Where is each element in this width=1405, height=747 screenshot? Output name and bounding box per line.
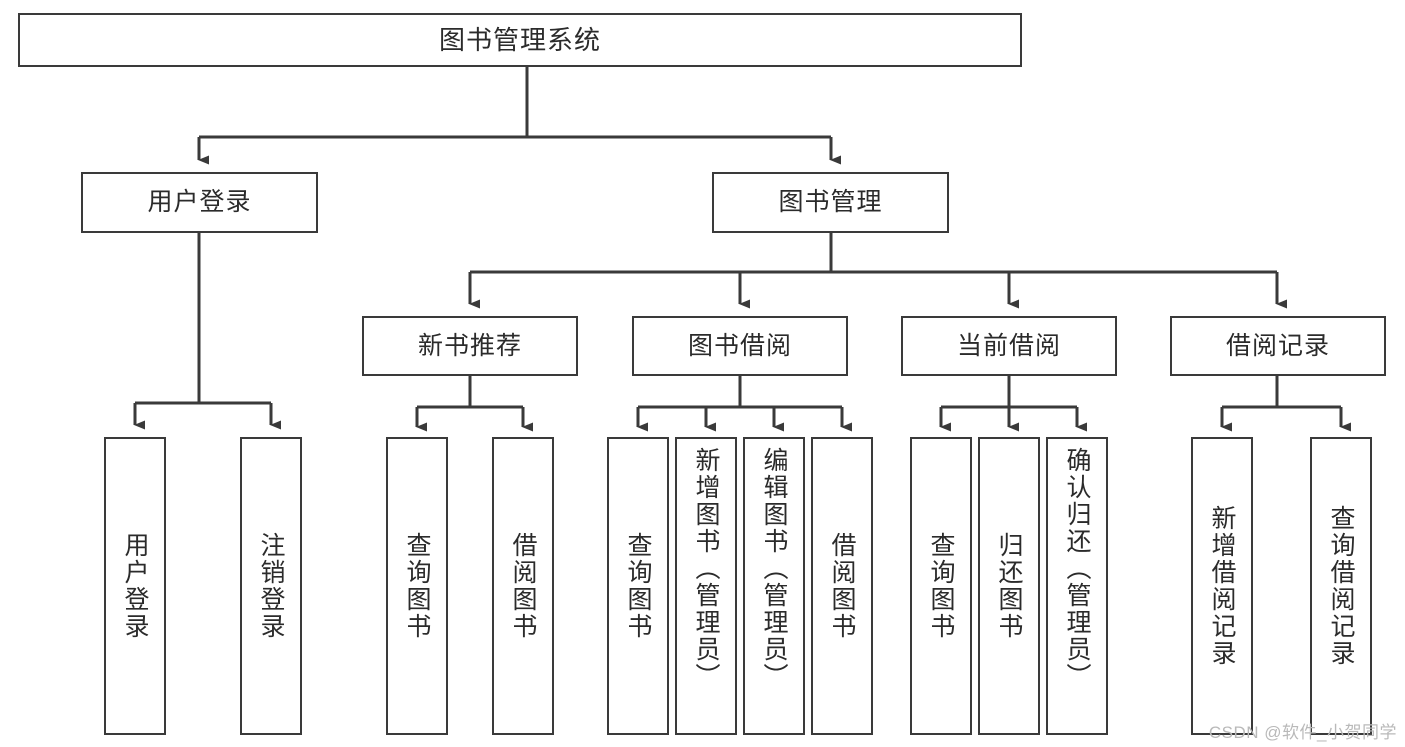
node-label: 查询图书 bbox=[927, 532, 955, 640]
leaf-new-book-query[interactable]: 查询图书 bbox=[386, 437, 448, 735]
node-user-login[interactable]: 用户登录 bbox=[81, 172, 318, 233]
node-label: 当前借阅 bbox=[956, 331, 1061, 360]
node-label: 新增借阅记录 bbox=[1208, 505, 1236, 667]
node-label: 借阅图书 bbox=[509, 532, 537, 640]
leaf-record-add-record[interactable]: 新增借阅记录 bbox=[1191, 437, 1253, 735]
node-label: 用户登录 bbox=[121, 532, 149, 640]
leaf-user-login-logout[interactable]: 注销登录 bbox=[240, 437, 302, 735]
node-label: 新书推荐 bbox=[417, 331, 522, 360]
node-root-system[interactable]: 图书管理系统 bbox=[18, 13, 1022, 67]
leaf-current-return-book[interactable]: 归还图书 bbox=[978, 437, 1040, 735]
node-book-borrow[interactable]: 图书借阅 bbox=[632, 316, 848, 376]
node-label: 新增图书（管理员） bbox=[692, 447, 720, 690]
node-label: 借阅图书 bbox=[828, 532, 856, 640]
node-label: 图书管理 bbox=[778, 188, 883, 216]
leaf-borrow-query-book[interactable]: 查询图书 bbox=[607, 437, 669, 735]
node-borrow-record[interactable]: 借阅记录 bbox=[1170, 316, 1386, 376]
node-label: 注销登录 bbox=[257, 532, 285, 640]
node-label: 图书管理系统 bbox=[438, 25, 601, 55]
node-label: 查询借阅记录 bbox=[1327, 505, 1355, 667]
leaf-new-book-borrow[interactable]: 借阅图书 bbox=[492, 437, 554, 735]
leaf-borrow-borrow-book[interactable]: 借阅图书 bbox=[811, 437, 873, 735]
node-label: 查询图书 bbox=[624, 532, 652, 640]
node-label: 确认归还（管理员） bbox=[1063, 447, 1091, 690]
node-label: 编辑图书（管理员） bbox=[760, 447, 788, 690]
leaf-borrow-edit-book-admin[interactable]: 编辑图书（管理员） bbox=[743, 437, 805, 735]
node-label: 图书借阅 bbox=[687, 331, 792, 360]
leaf-record-query-record[interactable]: 查询借阅记录 bbox=[1310, 437, 1372, 735]
leaf-current-confirm-return-admin[interactable]: 确认归还（管理员） bbox=[1046, 437, 1108, 735]
node-label: 借阅记录 bbox=[1225, 331, 1330, 360]
node-label: 用户登录 bbox=[147, 188, 252, 216]
node-label: 归还图书 bbox=[995, 532, 1023, 640]
node-book-management[interactable]: 图书管理 bbox=[712, 172, 949, 233]
leaf-current-query-book[interactable]: 查询图书 bbox=[910, 437, 972, 735]
leaf-borrow-add-book-admin[interactable]: 新增图书（管理员） bbox=[675, 437, 737, 735]
leaf-user-login-login[interactable]: 用户登录 bbox=[104, 437, 166, 735]
watermark-text: CSDN @软件_小贺同学 bbox=[1208, 723, 1397, 742]
node-new-book-recommend[interactable]: 新书推荐 bbox=[362, 316, 578, 376]
node-label: 查询图书 bbox=[403, 532, 431, 640]
node-current-borrow[interactable]: 当前借阅 bbox=[901, 316, 1117, 376]
